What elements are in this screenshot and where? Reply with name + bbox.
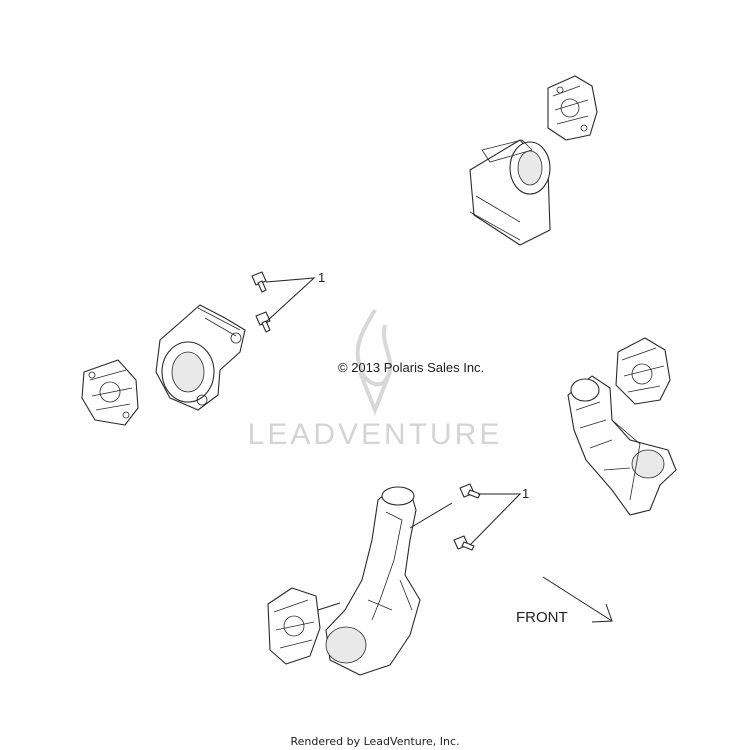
lower-bolt-1 bbox=[459, 483, 481, 499]
bottom-brake-caliper bbox=[267, 587, 321, 665]
flame-logo-icon bbox=[355, 308, 393, 416]
leadventure-watermark: LEADVENTURE bbox=[248, 308, 503, 451]
front-label: FRONT bbox=[516, 609, 568, 626]
left-hub-knuckle bbox=[155, 304, 246, 411]
upper-bolt-2 bbox=[255, 311, 271, 333]
upper-callout-number: 1 bbox=[318, 270, 325, 285]
top-right-brake-caliper bbox=[547, 75, 598, 141]
upper-bolt-1 bbox=[251, 271, 267, 293]
front-arrow-icon bbox=[591, 603, 613, 623]
bottom-assembly-line bbox=[409, 502, 453, 529]
upper-leader-line bbox=[265, 277, 316, 323]
caliper-assembly-line bbox=[317, 602, 341, 611]
bottom-knuckle bbox=[325, 486, 421, 676]
right-brake-caliper bbox=[615, 337, 671, 405]
lower-callout-number: 1 bbox=[522, 486, 529, 501]
front-direction-indicator: FRONT bbox=[516, 576, 613, 626]
top-right-housing bbox=[469, 139, 551, 246]
left-brake-caliper bbox=[81, 359, 139, 426]
lower-bolt-2 bbox=[453, 535, 475, 551]
upper-bolts: 1 bbox=[251, 270, 325, 333]
right-knuckle bbox=[567, 375, 677, 516]
footer-credit: Rendered by LeadVenture, Inc. bbox=[290, 735, 459, 748]
copyright-text: © 2013 Polaris Sales Inc. bbox=[338, 360, 484, 375]
lower-leader-line bbox=[469, 493, 522, 546]
front-arrow-shaft bbox=[542, 576, 613, 622]
watermark-text: LEADVENTURE bbox=[248, 418, 503, 451]
lower-bolts: 1 bbox=[453, 483, 529, 551]
